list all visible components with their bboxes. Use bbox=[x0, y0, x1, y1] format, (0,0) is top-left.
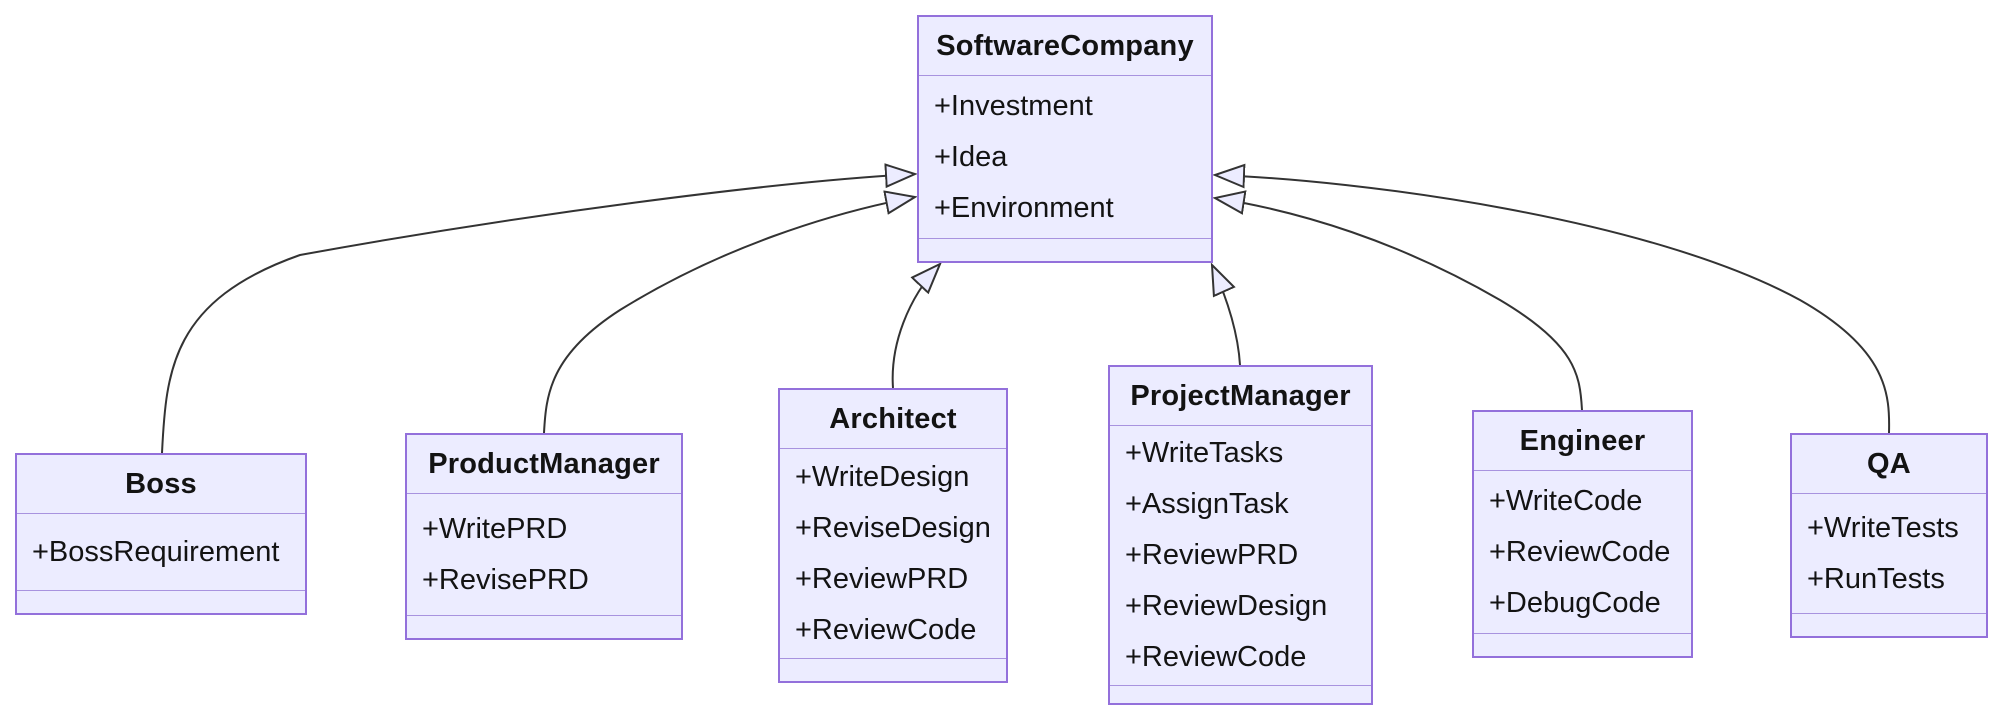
class-title: QA bbox=[1792, 435, 1986, 494]
class-attribute: +RevisePRD bbox=[422, 563, 589, 596]
class-attribute: +BossRequirement bbox=[32, 535, 280, 568]
class-title: ProductManager bbox=[407, 435, 681, 494]
class-methods-empty bbox=[407, 615, 681, 638]
class-title: SoftwareCompany bbox=[919, 17, 1211, 76]
edge-boss-to-softwarecompany bbox=[161, 163, 918, 454]
class-box-boss: Boss +BossRequirement bbox=[15, 453, 307, 615]
edge-architect-to-softwarecompany bbox=[891, 261, 942, 389]
class-attribute: +WritePRD bbox=[422, 512, 568, 545]
class-box-productmanager: ProductManager +WritePRD +RevisePRD bbox=[405, 433, 683, 640]
class-attributes: +WritePRD +RevisePRD bbox=[407, 494, 681, 615]
class-attribute: +ReviewCode bbox=[795, 613, 977, 646]
class-attributes: +Investment +Idea +Environment bbox=[919, 76, 1211, 238]
class-attributes: +WriteDesign +ReviseDesign +ReviewPRD +R… bbox=[780, 449, 1006, 658]
class-title: Boss bbox=[17, 455, 305, 514]
class-box-architect: Architect +WriteDesign +ReviseDesign +Re… bbox=[778, 388, 1008, 683]
class-attribute: +WriteTasks bbox=[1125, 437, 1284, 469]
class-attribute: +ReviewPRD bbox=[795, 562, 969, 595]
class-attribute: +AssignTask bbox=[1125, 488, 1289, 520]
edge-projectmanager-to-softwarecompany bbox=[1210, 262, 1241, 366]
class-methods-empty bbox=[1792, 613, 1986, 636]
class-attribute: +ReviewPRD bbox=[1125, 539, 1299, 571]
class-methods-empty bbox=[919, 238, 1211, 261]
class-attribute: +Idea bbox=[934, 140, 1008, 173]
edge-engineer-to-softwarecompany bbox=[1212, 190, 1583, 411]
class-attributes: +WriteCode +ReviewCode +DebugCode bbox=[1474, 471, 1691, 633]
class-attribute: +ReviewCode bbox=[1125, 641, 1307, 673]
class-box-engineer: Engineer +WriteCode +ReviewCode +DebugCo… bbox=[1472, 410, 1693, 658]
class-attribute: +WriteTests bbox=[1807, 511, 1959, 544]
class-attributes: +WriteTasks +AssignTask +ReviewPRD +Revi… bbox=[1110, 426, 1371, 685]
class-attribute: +Environment bbox=[934, 191, 1114, 224]
class-attribute: +ReviewCode bbox=[1489, 535, 1671, 568]
class-methods-empty bbox=[17, 590, 305, 613]
edge-productmanager-to-softwarecompany bbox=[543, 190, 918, 434]
class-attribute: +RunTests bbox=[1807, 562, 1945, 595]
class-box-softwarecompany: SoftwareCompany +Investment +Idea +Envir… bbox=[917, 15, 1213, 263]
class-title: ProjectManager bbox=[1110, 367, 1371, 426]
class-attributes: +WriteTests +RunTests bbox=[1792, 494, 1986, 613]
class-box-projectmanager: ProjectManager +WriteTasks +AssignTask +… bbox=[1108, 365, 1373, 705]
class-attribute: +WriteCode bbox=[1489, 484, 1643, 517]
class-attribute: +ReviewDesign bbox=[1125, 590, 1328, 622]
edge-qa-to-softwarecompany bbox=[1212, 163, 1891, 434]
class-title: Architect bbox=[780, 390, 1006, 449]
class-title: Engineer bbox=[1474, 412, 1691, 471]
class-attributes: +BossRequirement bbox=[17, 514, 305, 590]
class-methods-empty bbox=[1110, 685, 1371, 708]
class-attribute: +WriteDesign bbox=[795, 460, 970, 493]
class-methods-empty bbox=[1474, 633, 1691, 656]
class-box-qa: QA +WriteTests +RunTests bbox=[1790, 433, 1988, 638]
class-attribute: +DebugCode bbox=[1489, 586, 1661, 619]
class-attribute: +ReviseDesign bbox=[795, 511, 991, 544]
class-methods-empty bbox=[780, 658, 1006, 681]
class-attribute: +Investment bbox=[934, 89, 1093, 122]
